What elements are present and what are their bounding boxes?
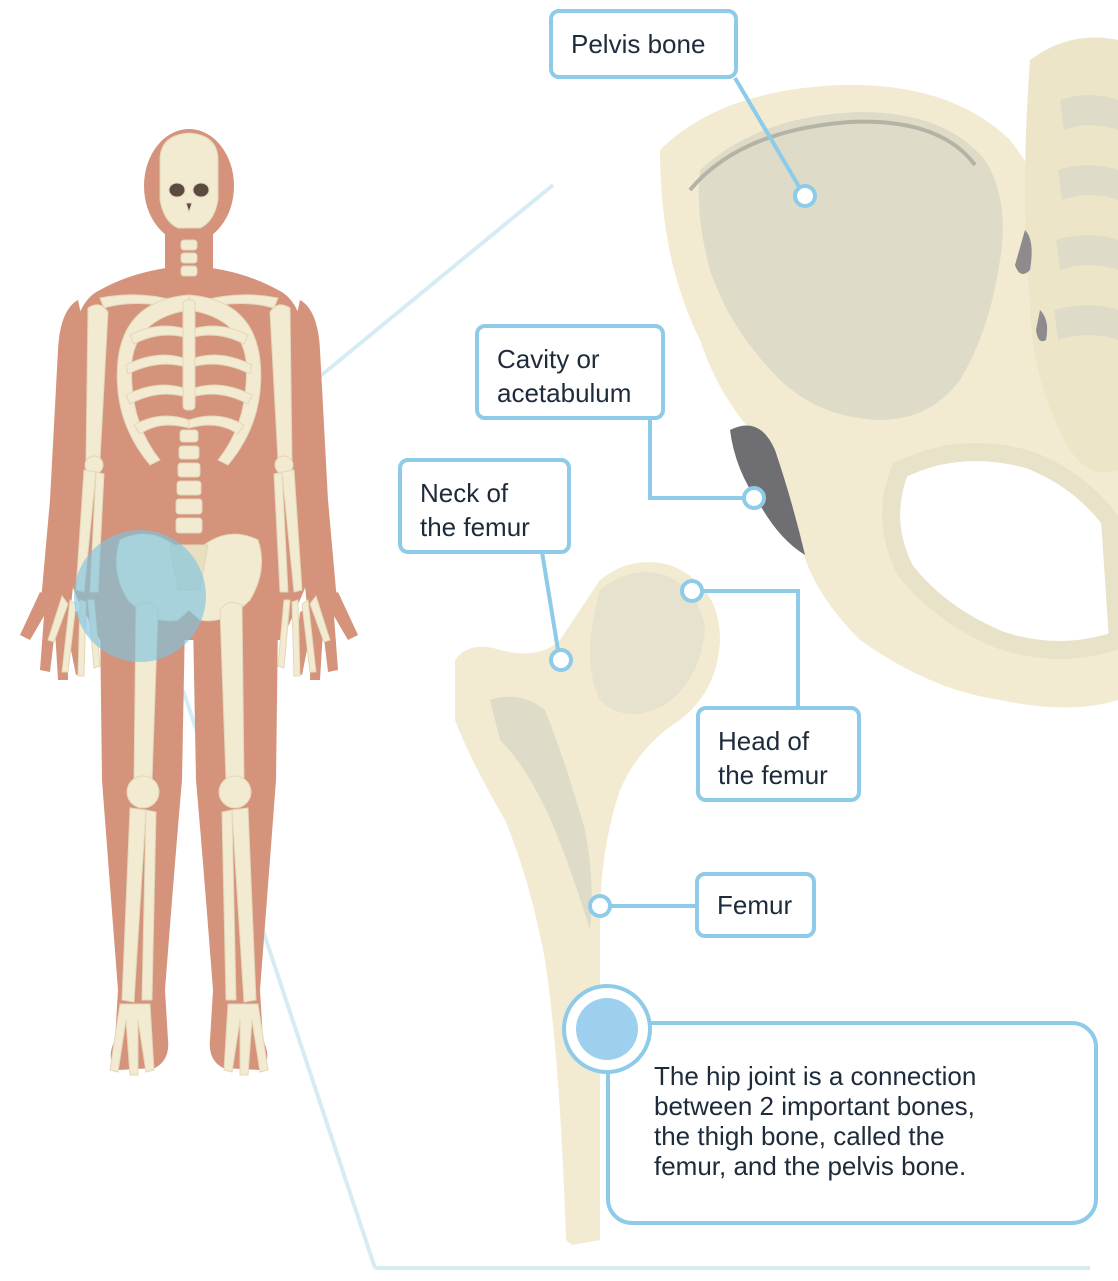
label-head-line2: the femur xyxy=(718,758,839,792)
label-head-line1: Head of xyxy=(718,724,839,758)
femur-marker xyxy=(590,896,610,916)
label-femur: Femur xyxy=(695,872,816,938)
hip-joint-info-box: The hip joint is a connection between 2 … xyxy=(606,1021,1098,1225)
label-neck-line2: the femur xyxy=(420,510,549,544)
label-neck-of-femur: Neck of the femur xyxy=(398,458,571,554)
cavity-marker xyxy=(744,488,764,508)
pelvis-marker xyxy=(795,186,815,206)
hip-highlight-circle xyxy=(74,530,206,662)
label-cavity-line1: Cavity or xyxy=(497,342,643,376)
info-line-1: The hip joint is a connection xyxy=(654,1061,1074,1091)
head-marker xyxy=(682,581,702,601)
label-neck-line1: Neck of xyxy=(420,476,549,510)
label-cavity-line2: acetabulum xyxy=(497,376,643,410)
info-line-4: femur, and the pelvis bone. xyxy=(654,1151,1074,1181)
label-pelvis-bone: Pelvis bone xyxy=(549,9,738,79)
label-cavity-acetabulum: Cavity or acetabulum xyxy=(475,324,665,420)
info-badge-icon xyxy=(562,984,652,1074)
info-line-3: the thigh bone, called the xyxy=(654,1121,1074,1151)
label-pelvis-text: Pelvis bone xyxy=(571,29,705,59)
neck-marker xyxy=(551,650,571,670)
label-femur-text: Femur xyxy=(717,890,792,920)
label-head-of-femur: Head of the femur xyxy=(696,706,861,802)
info-line-2: between 2 important bones, xyxy=(654,1091,1074,1121)
pelvis-illustration xyxy=(660,38,1118,708)
